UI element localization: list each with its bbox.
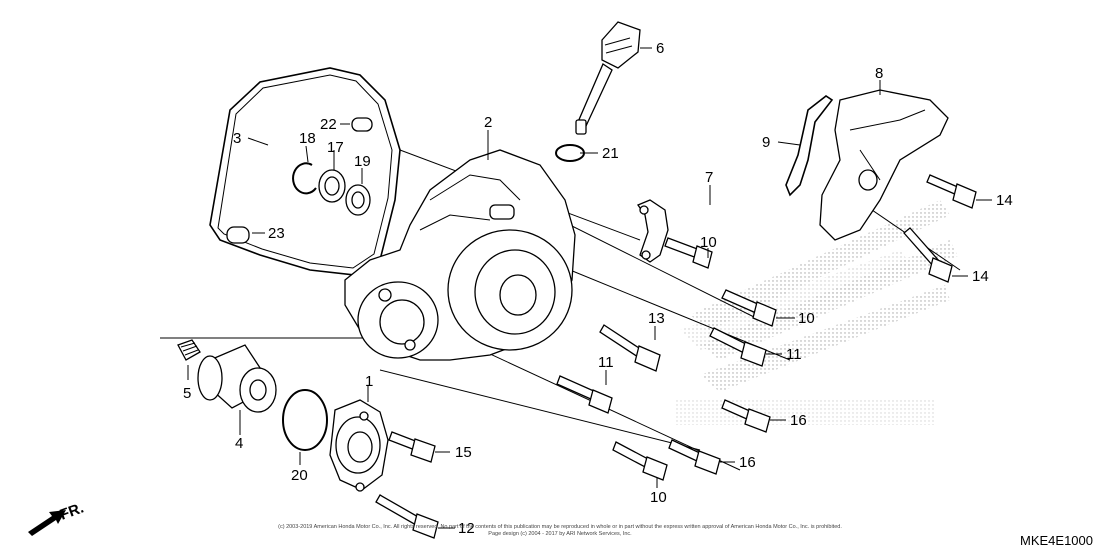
diagram-reference-code: MKE4E1000 xyxy=(1020,533,1093,548)
callout-17: 17 xyxy=(327,139,344,156)
callout-11-right: 11 xyxy=(786,346,802,363)
o-ring-filter-cover xyxy=(282,389,328,451)
dowel-pin-lower xyxy=(226,226,250,244)
callout-7: 7 xyxy=(705,169,713,186)
flange-bolt-10-upper xyxy=(664,237,713,269)
front-direction-label: FR. xyxy=(58,500,87,524)
flange-bolt-13 xyxy=(599,324,661,372)
callout-20: 20 xyxy=(291,467,308,484)
callout-12: 12 xyxy=(458,520,475,537)
guard-plate xyxy=(819,89,949,241)
bracket xyxy=(637,199,669,263)
callout-16-lower: 16 xyxy=(739,454,756,471)
flange-bolt-14-upper xyxy=(926,174,977,209)
callout-22: 22 xyxy=(320,116,337,133)
callout-1: 1 xyxy=(365,373,373,390)
flange-bolt-11-upper xyxy=(709,327,767,367)
callout-13: 13 xyxy=(648,310,665,327)
oil-filter-cover xyxy=(329,399,389,492)
flange-bolt-16-lower xyxy=(668,439,721,475)
callout-16-upper: 16 xyxy=(790,412,807,429)
cover-gasket xyxy=(209,67,401,276)
front-direction-arrow: FR. xyxy=(28,500,86,536)
callout-10-middle: 10 xyxy=(798,310,815,327)
callout-2: 2 xyxy=(484,114,492,131)
left-crankcase-cover xyxy=(344,149,576,361)
callout-18: 18 xyxy=(299,130,316,147)
flange-bolt-10-middle xyxy=(721,289,777,327)
callout-14-upper: 14 xyxy=(996,192,1013,209)
o-ring-dipstick xyxy=(555,144,585,162)
callout-labels: 1 2 3 4 5 6 7 8 9 10 10 10 11 11 12 13 1… xyxy=(183,40,1013,537)
copyright-line-1: (c) 2003-2019 American Honda Motor Co., … xyxy=(278,524,842,530)
callout-10-lower: 10 xyxy=(650,489,667,506)
callout-14-lower: 14 xyxy=(972,268,989,285)
oil-filter xyxy=(197,344,277,413)
dowel-pin-upper xyxy=(351,117,373,132)
flange-bolt-10-lower xyxy=(612,441,668,481)
callout-6: 6 xyxy=(656,40,664,57)
washer xyxy=(318,169,346,203)
gasket-guard xyxy=(785,95,834,197)
callout-15: 15 xyxy=(455,444,472,461)
callout-19: 19 xyxy=(354,153,371,170)
flange-bolt-16-upper xyxy=(721,399,771,433)
callout-9: 9 xyxy=(762,134,770,151)
callout-11-left: 11 xyxy=(598,354,614,371)
copyright-line-2: Page design (c) 2004 - 2017 by ARI Netwo… xyxy=(488,531,632,537)
callout-4: 4 xyxy=(235,435,243,452)
callout-21: 21 xyxy=(602,145,619,162)
leader-lines xyxy=(187,47,992,529)
callout-5: 5 xyxy=(183,385,191,402)
oil-dipstick xyxy=(575,21,641,135)
circlip xyxy=(292,162,317,195)
flange-bolt-12 xyxy=(375,494,439,539)
callout-3: 3 xyxy=(233,130,241,147)
flange-bolt-15 xyxy=(388,431,436,463)
callout-10-upper: 10 xyxy=(700,234,717,251)
callout-23: 23 xyxy=(268,225,285,242)
copyright-notice: (c) 2003-2019 American Honda Motor Co., … xyxy=(278,524,842,537)
spring xyxy=(177,339,201,361)
flange-bolt-11-lower xyxy=(556,375,613,414)
flange-bolt-14-lower xyxy=(903,227,953,283)
oil-seal xyxy=(345,184,371,216)
callout-8: 8 xyxy=(875,65,883,82)
